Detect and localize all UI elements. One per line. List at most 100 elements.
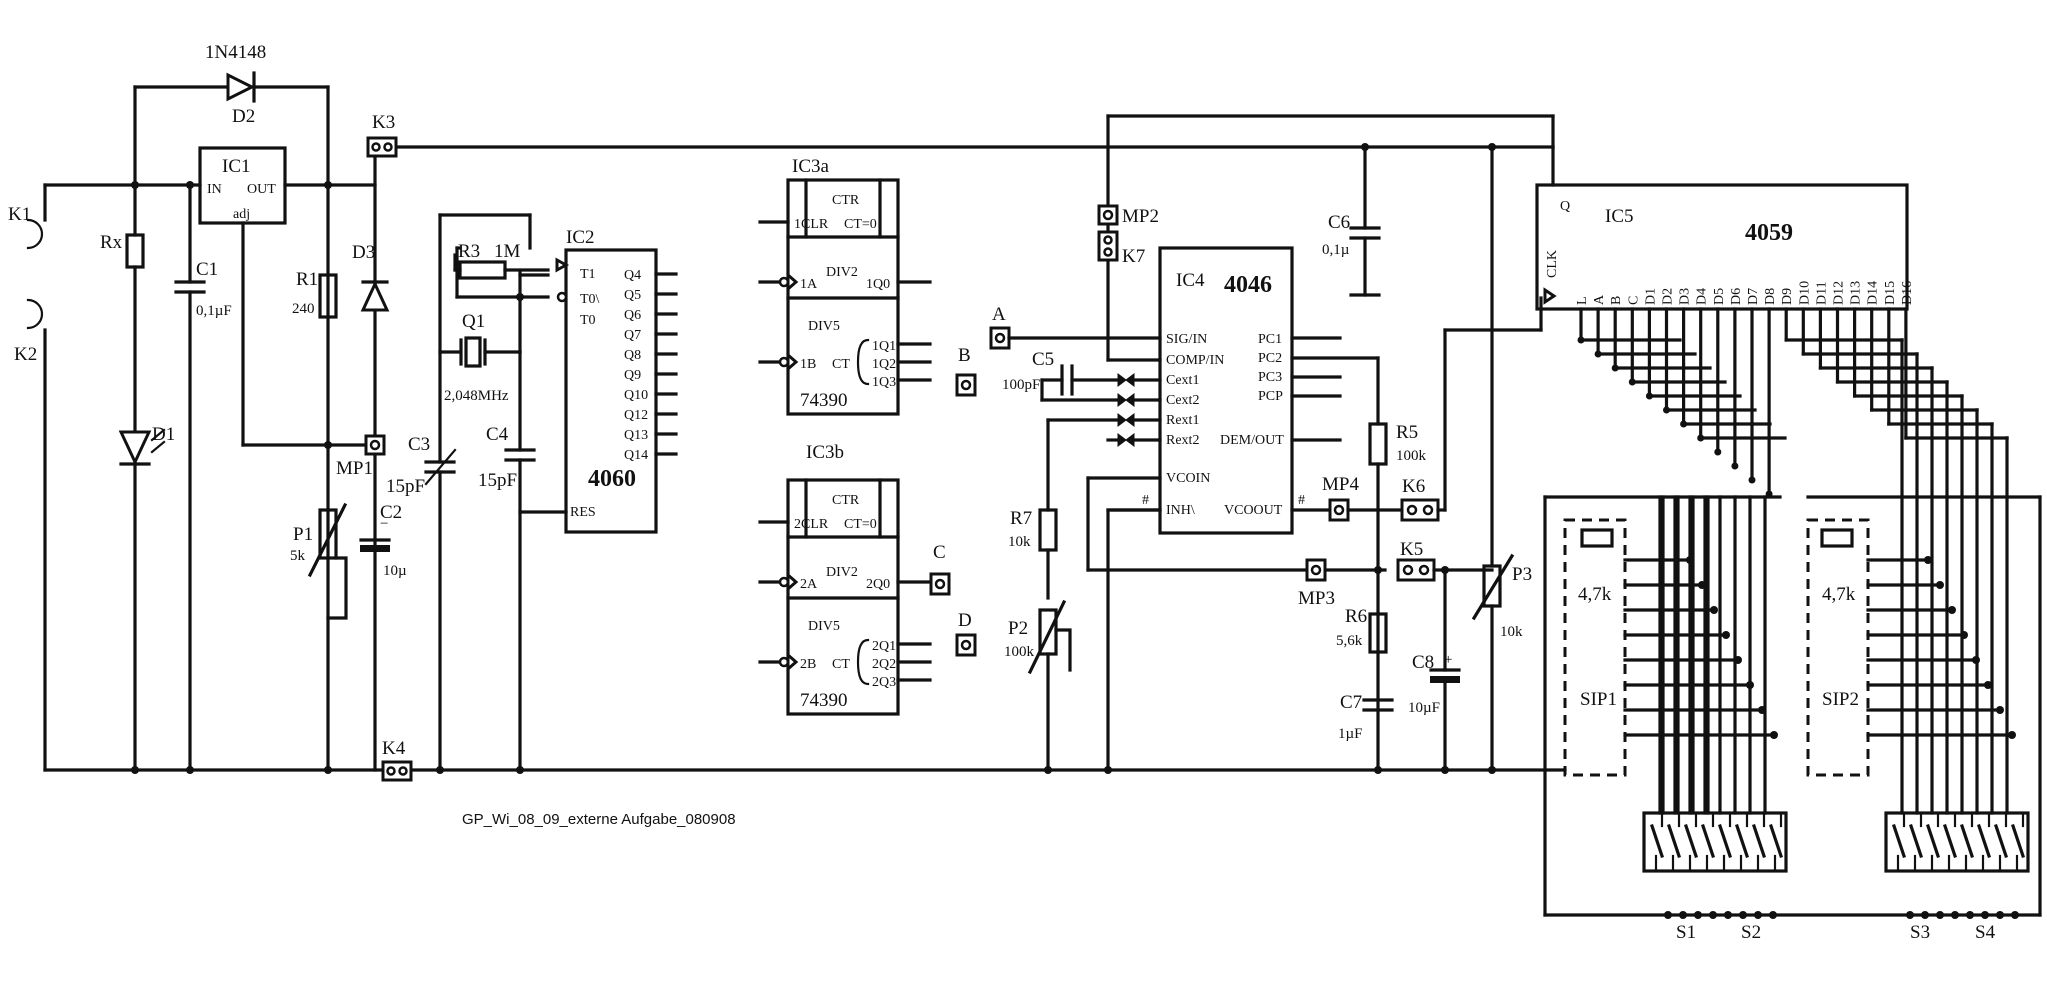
dip-switch-lever[interactable] <box>1717 823 1733 859</box>
dip-switch-lever[interactable] <box>1925 823 1941 859</box>
ic4-pin-inh: INH\ <box>1166 503 1195 518</box>
measure-point-mp2[interactable]: MP2 <box>1097 204 1159 227</box>
bus-node <box>1714 448 1722 456</box>
c2-polarity: − <box>380 516 388 532</box>
resistor-r3: R3 1M <box>453 241 550 280</box>
measure-point-mp1[interactable]: MP1 <box>336 434 386 479</box>
dip-switch-group-1[interactable] <box>1642 811 1788 873</box>
ic2-pin-q14: Q14 <box>624 448 648 463</box>
dip-switch-lever[interactable] <box>1734 823 1750 859</box>
crystal-q1: Q1 2,048MHz <box>444 311 509 404</box>
measure-point-mp3[interactable]: MP3 <box>1298 558 1335 609</box>
sip-node <box>1710 606 1718 614</box>
dip-switch-lever[interactable] <box>1751 823 1767 859</box>
ic4-pin-cext2: Cext2 <box>1166 393 1199 408</box>
c8-label: C8 <box>1412 652 1434 673</box>
bus-node <box>1680 420 1688 428</box>
ic3b-q0: 2Q0 <box>866 577 890 592</box>
measure-point-mp4[interactable]: MP4 <box>1322 474 1404 522</box>
r7-label: R7 <box>1010 508 1032 529</box>
dip-switch-lever[interactable] <box>1891 823 1907 859</box>
diode-d2: 1N4148 D2 <box>133 42 330 772</box>
test-point-d[interactable]: D <box>955 610 977 657</box>
capacitor-c2: − C2 10µ <box>359 502 407 579</box>
c4-value: 15pF <box>478 470 517 491</box>
ic4-pin-sig: SIG/IN <box>1166 332 1207 347</box>
d2-label: D2 <box>232 106 255 127</box>
sip-node <box>1996 706 2004 714</box>
r1-value: 240 <box>292 301 315 317</box>
ic2-pin-q9: Q9 <box>624 368 641 383</box>
rx-label: Rx <box>100 232 123 253</box>
test-point-a[interactable]: A <box>989 304 1162 350</box>
dip-switch-lever[interactable] <box>1649 823 1665 859</box>
connector-k4[interactable]: K4 <box>381 738 413 782</box>
r6-value: 5,6k <box>1336 633 1363 649</box>
sip-node <box>2008 731 2016 739</box>
ic1-name: IC1 <box>222 156 251 177</box>
potentiometer-p3: P3 10k <box>1471 145 1532 772</box>
ic5-pin-d8: D8 <box>1763 288 1778 305</box>
d3-label: D3 <box>352 242 375 263</box>
dip-switch-lever[interactable] <box>1993 823 2009 859</box>
q1-value: 2,048MHz <box>444 388 509 404</box>
sip-node <box>1746 681 1754 689</box>
dip-switch-lever[interactable] <box>1683 823 1699 859</box>
tp-d-label: D <box>958 610 972 631</box>
sip1-value: 4,7k <box>1578 584 1612 605</box>
ic4-pin-pc1: PC1 <box>1258 332 1282 347</box>
connector-k7[interactable]: K7 <box>1097 230 1145 267</box>
ic3a-clr: 1CLR <box>794 217 829 232</box>
sip1: 4,7k SIP1 <box>1563 518 1627 777</box>
potentiometer-p2: P2 100k <box>1004 599 1072 774</box>
c6-value: 0,1µ <box>1322 242 1350 258</box>
bus-node <box>1628 378 1636 386</box>
c1-label: C1 <box>196 259 218 280</box>
switch-pin <box>1679 911 1687 919</box>
p3-label: P3 <box>1512 564 1532 585</box>
k6-label: K6 <box>1402 476 1425 497</box>
connector-k2[interactable]: K2 <box>14 298 47 772</box>
ic3b-div2: DIV2 <box>826 565 858 580</box>
sip-node <box>1936 581 1944 589</box>
dip-switch-lever[interactable] <box>2010 823 2026 859</box>
connector-k5[interactable]: K5 <box>1374 539 1494 582</box>
ic1-out: OUT <box>247 182 276 197</box>
ic2-part: 4060 <box>588 466 636 492</box>
ic3a-ct-label: CT <box>832 357 850 372</box>
dip-switch-group-2[interactable] <box>1884 811 2030 873</box>
test-point-c[interactable]: C <box>929 542 951 596</box>
dip-switch-lever[interactable] <box>1666 823 1682 859</box>
test-point-b[interactable]: B <box>955 345 977 397</box>
dip-switch-lever[interactable] <box>1700 823 1716 859</box>
dip-switch-lever[interactable] <box>1959 823 1975 859</box>
ic3b-in-b: 2B <box>800 657 816 672</box>
ic4-pin-rext1: Rext1 <box>1166 413 1199 428</box>
bus-node <box>1577 336 1585 344</box>
connector-k6[interactable]: K6 <box>1400 296 1543 522</box>
dip-switch-lever[interactable] <box>1908 823 1924 859</box>
dip-switch-lever[interactable] <box>1768 823 1784 859</box>
ic2-pin-q12: Q12 <box>624 408 648 423</box>
connector-k2-label: K2 <box>14 344 37 365</box>
ic4-left-pins: SIG/IN COMP/IN Cext1 Cext2 Rext1 Rext2 V… <box>1166 332 1224 518</box>
c7-value: 1µF <box>1338 726 1363 742</box>
potentiometer-p1: P1 5k <box>290 502 348 620</box>
ic4-pin-comp: COMP/IN <box>1166 353 1224 368</box>
dip-switch-lever[interactable] <box>1942 823 1958 859</box>
connector-k1-label: K1 <box>8 204 31 225</box>
r3-value: 1M <box>494 241 521 262</box>
dip-switch-lever[interactable] <box>1976 823 1992 859</box>
ic4-name: IC4 <box>1176 270 1205 291</box>
bus-node <box>1748 476 1756 484</box>
ic5-pin-d15: D15 <box>1883 281 1898 305</box>
connector-k3[interactable]: K3 <box>366 112 398 158</box>
ic3b-out-2: 2Q2 <box>872 657 896 672</box>
ic4-pin-vcoout: VCOOUT <box>1224 503 1283 518</box>
ic3a-in-b: 1B <box>800 357 816 372</box>
p3-value: 10k <box>1500 624 1523 640</box>
connector-k1[interactable]: K1 <box>8 183 202 250</box>
ic3a-74390: IC3a CTR 1CLR CT=0 DIV2 1A 1Q0 DIV5 1B C… <box>758 156 932 416</box>
ic3b-in-a: 2A <box>800 577 818 592</box>
